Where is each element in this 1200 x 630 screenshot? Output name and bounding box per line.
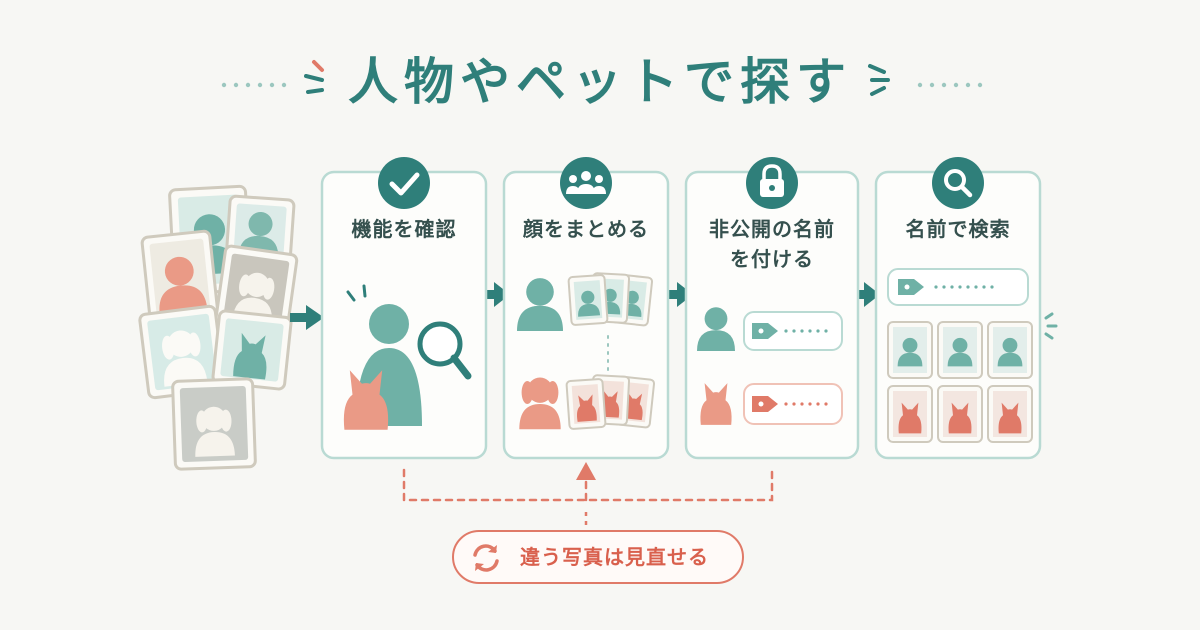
result-thumbnail [937, 385, 983, 443]
step-card-3 [684, 157, 860, 460]
title-decoration-right [868, 64, 983, 96]
result-thumbnail [887, 385, 933, 443]
person-photo-group [567, 272, 654, 327]
review-photos-badge: 違う写真は見直せる [452, 530, 744, 584]
refresh-icon [473, 544, 499, 572]
arrow-right-icon [290, 305, 324, 330]
person-search-illustration [343, 284, 472, 430]
result-thumbnail [887, 321, 933, 379]
name-field-person [743, 311, 843, 351]
result-thumbnail [987, 321, 1033, 379]
page-title: 人物やペットで探す [348, 53, 852, 111]
lock-icon [746, 157, 798, 209]
group-icon [560, 157, 612, 209]
step-label-check: 機能を確認 [351, 217, 457, 241]
step-label-name-line2: を付ける [730, 247, 814, 271]
pet-photo-group [565, 374, 656, 430]
step-label-name-line1: 非公開の名前 [709, 217, 835, 241]
check-icon [378, 157, 430, 209]
arrow-up-icon [576, 462, 596, 480]
result-thumbnail [937, 321, 983, 379]
title-decoration-left [221, 60, 324, 94]
step-label-search: 名前で検索 [905, 217, 1011, 241]
step-card-4 [874, 157, 1058, 460]
arrow-right-icon [484, 282, 510, 307]
photo-stack [138, 184, 299, 471]
result-thumbnail [987, 385, 1033, 443]
sparkle-decoration [1044, 312, 1058, 340]
search-field [887, 268, 1029, 306]
review-photos-label: 違う写真は見直せる [520, 545, 709, 569]
step-card-2 [502, 157, 670, 460]
step-label-group: 顔をまとめる [523, 217, 649, 241]
step-card-1 [320, 157, 488, 460]
name-field-pet [743, 383, 843, 425]
search-icon [932, 157, 984, 209]
result-grid [887, 321, 1033, 443]
feedback-loop [402, 468, 774, 502]
